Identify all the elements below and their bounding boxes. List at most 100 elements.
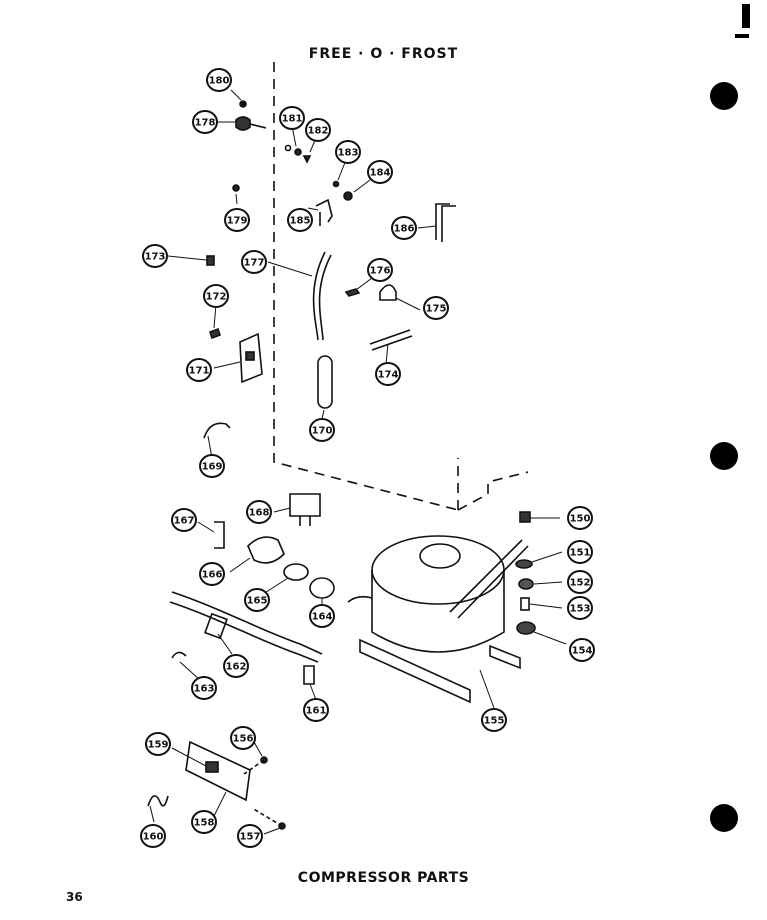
callout-bubble xyxy=(423,296,449,320)
callout-171: 171 xyxy=(186,358,212,382)
callout-bubble xyxy=(191,676,217,700)
callout-number: 170 xyxy=(312,426,333,437)
callout-bubble xyxy=(309,418,335,442)
callout-184: 184 xyxy=(367,160,393,184)
callout-183: 183 xyxy=(335,140,361,164)
callout-bubble xyxy=(145,732,171,756)
diagram-title: FREE · O · FROST xyxy=(308,46,459,62)
callout-number: 155 xyxy=(484,716,505,727)
callout-number: 157 xyxy=(240,832,261,843)
callout-160: 160 xyxy=(140,824,166,848)
callout-number: 165 xyxy=(247,596,268,607)
callout-156: 156 xyxy=(230,726,256,750)
callout-bubble xyxy=(237,824,263,848)
callout-bubble xyxy=(367,258,393,282)
callout-bubble xyxy=(481,708,507,732)
diagram-caption: COMPRESSOR PARTS xyxy=(297,870,470,886)
callout-170: 170 xyxy=(309,418,335,442)
callout-bubble xyxy=(309,604,335,628)
callout-number: 151 xyxy=(570,548,591,559)
callout-bubble xyxy=(223,654,249,678)
callout-155: 155 xyxy=(481,708,507,732)
callout-number: 156 xyxy=(233,734,254,745)
callout-bubble xyxy=(303,698,329,722)
callout-bubble xyxy=(287,208,313,232)
callout-number: 169 xyxy=(202,462,223,473)
callout-bubble xyxy=(171,508,197,532)
callout-bubble xyxy=(375,362,401,386)
callout-bubble xyxy=(186,358,212,382)
callout-151: 151 xyxy=(567,540,593,564)
callout-185: 185 xyxy=(287,208,313,232)
callout-172: 172 xyxy=(203,284,229,308)
leader-lines xyxy=(149,89,567,835)
callout-159: 159 xyxy=(145,732,171,756)
callout-182: 182 xyxy=(305,118,331,142)
callout-179: 179 xyxy=(224,208,250,232)
callout-number: 159 xyxy=(148,740,169,751)
callout-number: 175 xyxy=(426,304,447,315)
callout-bubble xyxy=(142,244,168,268)
callout-177: 177 xyxy=(241,250,267,274)
callout-157: 157 xyxy=(237,824,263,848)
binder-holes xyxy=(710,4,750,832)
callout-number: 179 xyxy=(227,216,248,227)
callout-bubble xyxy=(199,562,225,586)
callout-number: 184 xyxy=(370,168,391,179)
callout-154: 154 xyxy=(569,638,595,662)
callout-number: 182 xyxy=(308,126,329,137)
callout-number: 154 xyxy=(572,646,593,657)
callout-number: 153 xyxy=(570,604,591,615)
callout-150: 150 xyxy=(567,506,593,530)
callout-number: 176 xyxy=(370,266,391,277)
callout-number: 174 xyxy=(378,370,399,381)
callout-number: 168 xyxy=(249,508,270,519)
callout-bubble xyxy=(391,216,417,240)
callout-bubble xyxy=(567,596,593,620)
callout-165: 165 xyxy=(244,588,270,612)
callout-181: 181 xyxy=(279,106,305,130)
page-number: 36 xyxy=(66,890,83,904)
callout-bubble xyxy=(279,106,305,130)
callout-bubble xyxy=(192,110,218,134)
callout-bubble xyxy=(246,500,272,524)
callout-175: 175 xyxy=(423,296,449,320)
callout-180: 180 xyxy=(206,68,232,92)
callout-number: 180 xyxy=(209,76,230,87)
callout-168: 168 xyxy=(246,500,272,524)
part-drawings xyxy=(147,100,536,830)
callout-number: 178 xyxy=(195,118,216,129)
callout-173: 173 xyxy=(142,244,168,268)
callout-174: 174 xyxy=(375,362,401,386)
callout-bubble xyxy=(199,454,225,478)
callout-153: 153 xyxy=(567,596,593,620)
callout-number: 160 xyxy=(143,832,164,843)
callout-bubble xyxy=(191,810,217,834)
callout-bubble xyxy=(206,68,232,92)
cabinet-outline xyxy=(273,62,529,511)
callout-166: 166 xyxy=(199,562,225,586)
callout-number: 158 xyxy=(194,818,215,829)
callout-178: 178 xyxy=(192,110,218,134)
callout-number: 162 xyxy=(226,662,247,673)
callout-bubble xyxy=(567,540,593,564)
callout-number: 185 xyxy=(290,216,311,227)
callout-number: 164 xyxy=(312,612,333,623)
callout-162: 162 xyxy=(223,654,249,678)
callout-bubble xyxy=(567,570,593,594)
callout-number: 167 xyxy=(174,516,195,527)
callout-number: 186 xyxy=(394,224,415,235)
callout-number: 166 xyxy=(202,570,223,581)
callout-186: 186 xyxy=(391,216,417,240)
callout-169: 169 xyxy=(199,454,225,478)
callout-number: 183 xyxy=(338,148,359,159)
callout-number: 171 xyxy=(189,366,210,377)
callout-158: 158 xyxy=(191,810,217,834)
callout-bubble xyxy=(230,726,256,750)
callout-bubble xyxy=(224,208,250,232)
callout-number: 172 xyxy=(206,292,227,303)
callout-number: 150 xyxy=(570,514,591,525)
